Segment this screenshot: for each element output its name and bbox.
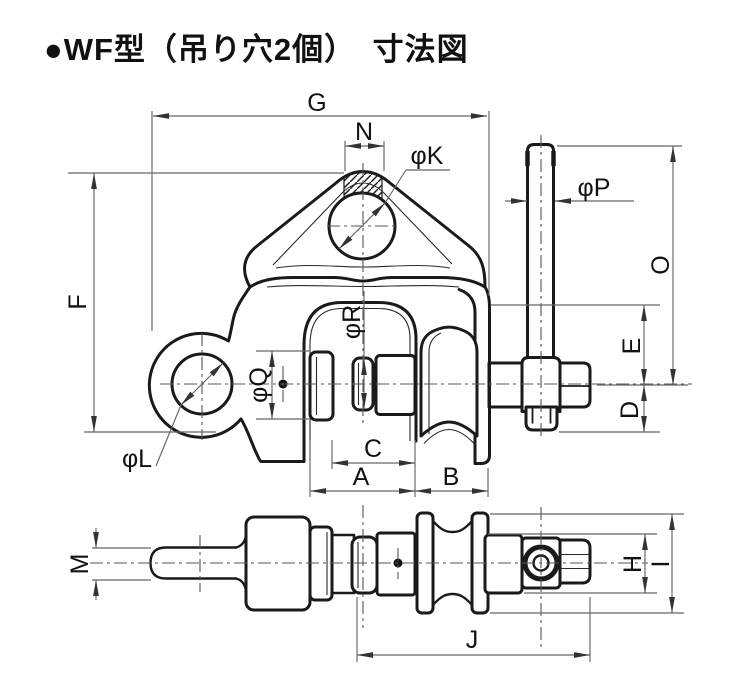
- cam-waist-bottom: [431, 592, 474, 607]
- dim-label-h: H: [619, 555, 647, 573]
- dimension-lines: G N φK F: [64, 89, 688, 662]
- jaw-block: [374, 354, 417, 416]
- dim-B: B: [415, 463, 489, 497]
- dim-phiK: φK: [338, 142, 450, 250]
- spacer-plan: [350, 535, 379, 595]
- dim-H: H: [488, 533, 657, 594]
- dim-label-c: C: [364, 435, 382, 463]
- dim-phiL: φL: [122, 362, 224, 473]
- shaft-block-plan: [483, 533, 524, 595]
- front-view: [147, 143, 592, 465]
- dim-label-b: B: [443, 463, 460, 491]
- dim-G: G: [151, 89, 490, 331]
- dim-label-n: N: [355, 118, 373, 146]
- head-ledge: [248, 276, 487, 289]
- dim-phiP: φP: [505, 174, 634, 204]
- dim-label-phi-k: φK: [411, 142, 444, 170]
- dim-phiQ: φQ: [245, 350, 309, 420]
- hex-nut: [558, 361, 592, 409]
- jaw-inner-line: [309, 307, 411, 461]
- dim-label-phi-q: φQ: [245, 367, 273, 403]
- dim-label-a: A: [353, 463, 370, 491]
- dim-D: D: [559, 385, 660, 433]
- shaft-section: [487, 361, 524, 409]
- centerlines-plan: [90, 505, 648, 648]
- dim-N: N: [344, 118, 385, 171]
- dim-label-phi-r: φR: [338, 305, 366, 339]
- page-title: ●WF型（吊り穴2個） 寸法図: [44, 32, 469, 67]
- dim-label-m: M: [66, 554, 94, 575]
- dim-label-e: E: [618, 338, 646, 355]
- dim-C: C: [331, 435, 416, 497]
- dim-M: M: [66, 528, 151, 600]
- dim-label-f: F: [64, 294, 92, 309]
- dim-label-j: J: [466, 626, 479, 654]
- hex-nut-plan: [558, 538, 592, 585]
- cam-jaw-inner: [428, 332, 442, 434]
- dim-label-d: D: [616, 401, 644, 419]
- dim-E: E: [491, 304, 660, 385]
- dim-label-g: G: [307, 89, 326, 117]
- dim-J: J: [356, 597, 591, 662]
- cam-jaw-bottom-line: [423, 428, 475, 444]
- dim-label-phi-l: φL: [122, 445, 152, 473]
- dim-I: I: [490, 513, 684, 614]
- dim-label-i: I: [647, 561, 675, 568]
- washer: [308, 350, 335, 422]
- cam-jaw: [419, 325, 479, 438]
- dim-label-o: O: [647, 255, 675, 274]
- dim-O: O: [557, 145, 688, 386]
- dim-F: F: [64, 172, 344, 433]
- cam-waist-top: [431, 519, 474, 534]
- dim-label-phi-p: φP: [578, 174, 611, 202]
- shaft-segment-plan: [328, 533, 356, 595]
- right-arm: [457, 285, 491, 465]
- dim-A: A: [309, 440, 415, 497]
- dim-phiR: φR: [338, 291, 367, 409]
